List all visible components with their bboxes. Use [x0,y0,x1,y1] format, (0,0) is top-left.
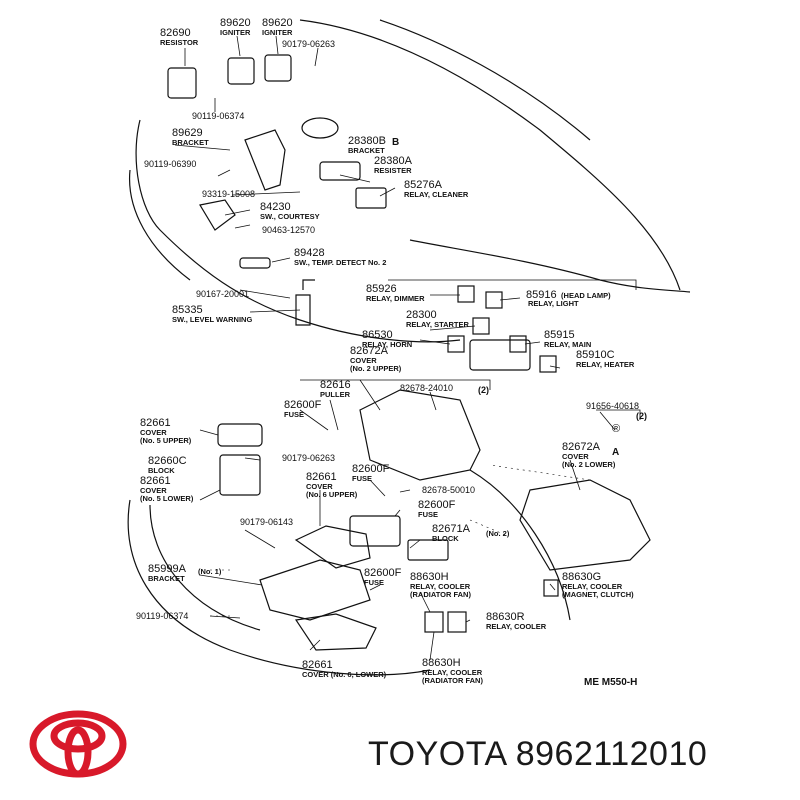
igniter-part-2 [264,54,292,82]
label-85916: 85916 (HEAD LAMP) [526,289,611,301]
label-90179-06143: 90179-06143 [240,517,294,527]
courtesy-switch [199,199,236,231]
fender-outline [409,239,691,293]
cover-no6-upper [294,525,371,569]
label-82678-24010: 82678-24010 [400,383,454,393]
leader-lines [174,35,616,661]
relay-dimmer [457,285,475,303]
label-90463-12570: 90463-12570 [262,225,316,235]
marker-2-a: (2) [478,385,489,395]
cooler-relay-2 [447,611,467,633]
resister-28380a [319,161,361,181]
resistor-part [167,67,197,99]
bracket-part [244,129,286,191]
cover-no6-lower [294,613,377,651]
marker-no2: (No. 2) [486,529,510,538]
bracket-85999a [259,559,371,621]
reservoir-cap [301,117,339,139]
fuse-block-center [349,515,401,547]
cover-no2-upper [359,389,481,481]
level-warning-switch [295,279,315,326]
block-82671a [407,539,449,561]
relay-heater [539,355,557,373]
brand-part-number: TOYOTA 8962112010 [368,735,708,773]
label-91656-40618: 91656-40618 [586,401,640,411]
toyota-logo [29,710,127,778]
lower-fender [469,469,571,621]
temp-detect-switch [239,257,271,269]
cover-no5-upper [217,423,263,447]
relay-main [509,335,527,353]
cover-no2-lower [519,479,651,571]
label-82678-50010: 82678-50010 [422,485,476,495]
marker-b: B [392,137,400,148]
hood-outline-2 [379,19,591,141]
label-90119-06374-bottom: 90119-06374 [136,611,189,621]
marker-b: ® [612,423,620,435]
cooler-relay-1 [424,611,444,633]
brand-footer: TOYOTA 8962112010 [0,700,800,800]
label-90179-06263-top: 90179-06263 [282,39,336,49]
relay-light [485,291,503,309]
bumper-upper [135,119,461,343]
label-90179-06263-mid: 90179-06263 [282,453,336,463]
marker-a: A [612,447,620,458]
label-90167-20001: 90167-20001 [196,289,250,299]
label-90119-06374-top: 90119-06374 [192,111,245,121]
lower-bumper-2 [149,504,261,631]
label-diagram-code: ME M550-H [584,677,638,688]
relay-cleaner [355,187,387,209]
marker-no1: (No. 1) [198,567,222,576]
marker-2-b: (2) [636,411,647,421]
bumper-lower [128,169,191,281]
igniter-part-1 [227,57,255,85]
group-bracket [300,279,641,420]
diagram-drawing: ® [127,19,691,676]
block-82660c [219,454,261,496]
relay-block-upper [469,339,531,371]
label-93319-15008: 93319-15008 [202,189,256,199]
hood-outline [299,19,681,291]
lower-bumper-1 [127,499,431,676]
relay-horn [447,335,465,353]
label-relay-light: RELAY, LIGHT [528,299,579,308]
cooler-relay-magnet [543,579,559,597]
relay-starter [472,317,490,335]
label-90119-06390: 90119-06390 [144,159,197,169]
